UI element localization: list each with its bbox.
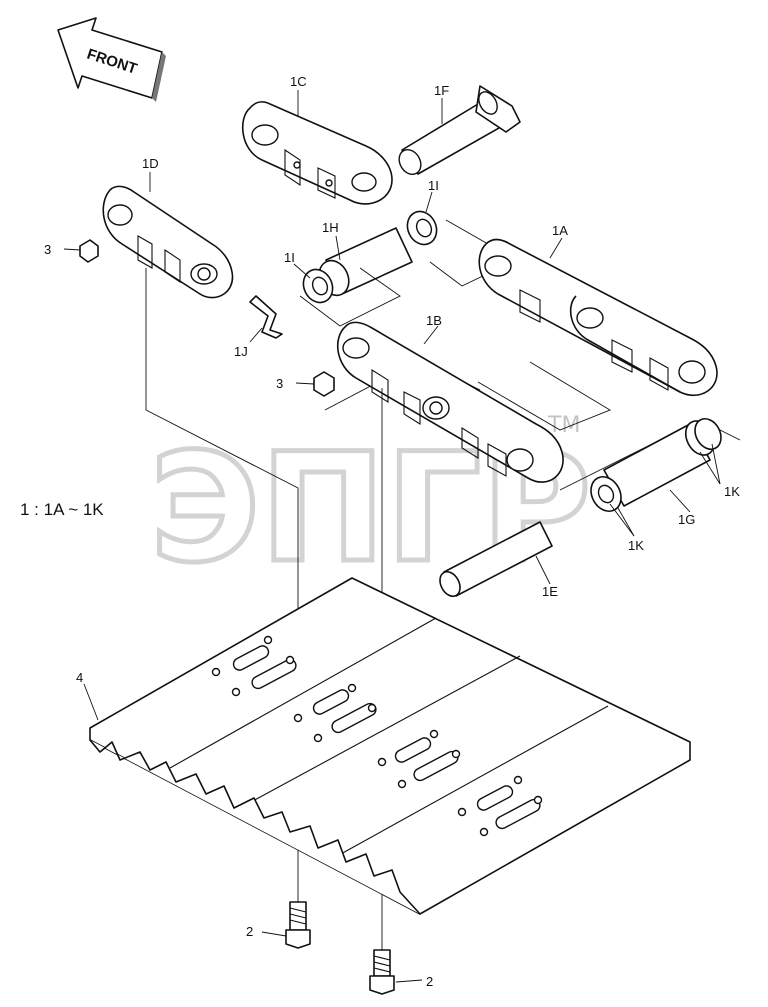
bolt-2-left — [285, 901, 311, 949]
pin-1F — [398, 85, 521, 176]
seal-1I-upper — [406, 210, 438, 246]
bolt-2-right — [369, 949, 395, 995]
label-1F: 1F — [434, 83, 449, 98]
label-1K-right: 1K — [724, 484, 740, 499]
label-2-left: 2 — [246, 924, 253, 939]
clip-1J — [249, 295, 283, 339]
leader-lines — [63, 90, 721, 983]
label-3-upper: 3 — [44, 242, 51, 257]
nut-3-upper — [79, 239, 99, 263]
link-1D — [102, 185, 234, 299]
label-1E: 1E — [542, 584, 558, 599]
track-shoe-assembly — [89, 577, 691, 915]
label-1I-lower: 1I — [284, 250, 295, 265]
label-1D: 1D — [142, 156, 159, 171]
assembly-reference: 1 : 1A ~ 1K — [20, 500, 104, 519]
label-1I-upper: 1I — [428, 178, 439, 193]
link-1A — [478, 238, 718, 397]
part-labels: 1C 1F 1D 1I 1H 1I 1A 1B 3 3 1J 1K 1G 1K … — [20, 74, 740, 989]
label-3-lower: 3 — [276, 376, 283, 391]
label-1B: 1B — [426, 313, 442, 328]
label-1J: 1J — [234, 344, 248, 359]
shoe-bolt-holes — [211, 635, 543, 837]
link-1C — [242, 101, 393, 205]
label-4: 4 — [76, 670, 83, 685]
seal-1I-lower — [302, 268, 334, 304]
label-1K-left: 1K — [628, 538, 644, 553]
front-arrow-icon: FRONT — [57, 17, 166, 102]
nut-3-lower — [313, 371, 335, 397]
label-2-right: 2 — [426, 974, 433, 989]
label-1A: 1A — [552, 223, 568, 238]
link-1B — [337, 321, 564, 483]
label-1C: 1C — [290, 74, 307, 89]
pin-1E — [439, 521, 553, 598]
label-1H: 1H — [322, 220, 339, 235]
pin-1G — [590, 417, 722, 512]
shoe-slots — [232, 645, 541, 830]
label-1G: 1G — [678, 512, 695, 527]
